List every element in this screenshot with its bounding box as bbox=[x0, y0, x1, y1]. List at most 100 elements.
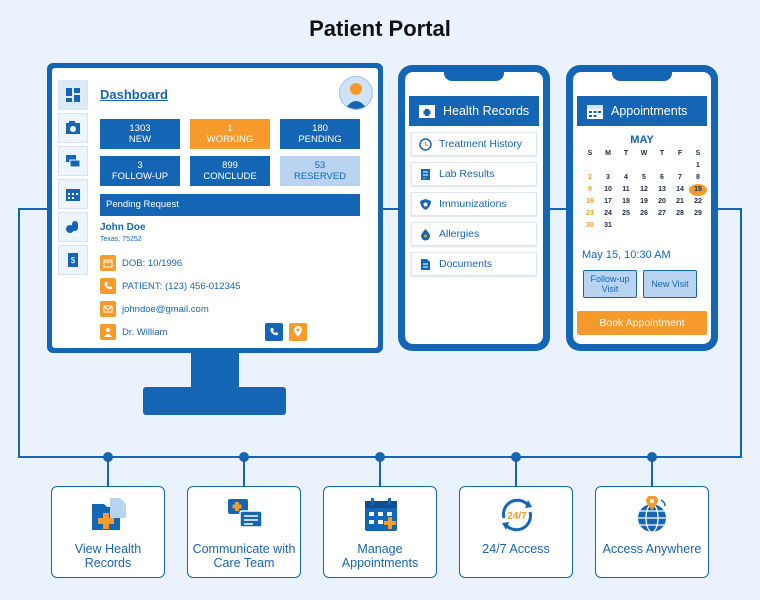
calendar-empty-cell bbox=[599, 160, 617, 172]
calendar-day[interactable]: 2 bbox=[588, 174, 592, 181]
calendar-day[interactable]: 5 bbox=[642, 174, 646, 181]
appointment-time: May 15, 10:30 AM bbox=[582, 249, 671, 261]
feature-label: Communicate with Care Team bbox=[192, 542, 296, 570]
feature-access-anywhere[interactable]: Access Anywhere bbox=[595, 486, 709, 578]
calendar-empty-cell bbox=[653, 160, 671, 172]
book-appointment-button[interactable]: Book Appointment bbox=[577, 311, 707, 335]
calendar-day[interactable]: 15 bbox=[689, 184, 707, 196]
calendar-day[interactable]: 31 bbox=[604, 222, 612, 229]
hr-item-lab-results[interactable]: Lab Results bbox=[411, 162, 537, 186]
calendar-day[interactable]: 23 bbox=[586, 210, 594, 217]
patient-name: John Doe bbox=[100, 222, 146, 233]
patient-phone-row: PATIENT: (123) 456-012345 bbox=[100, 277, 240, 295]
calendar-weekday: F bbox=[677, 150, 683, 157]
feature-communicate[interactable]: Communicate with Care Team bbox=[187, 486, 301, 578]
calendar-day[interactable]: 13 bbox=[658, 186, 666, 193]
calendar-weekday: T bbox=[623, 150, 629, 157]
calendar-day[interactable]: 6 bbox=[660, 174, 664, 181]
calendar-day[interactable]: 27 bbox=[658, 210, 666, 217]
calendar-icon[interactable] bbox=[58, 179, 88, 209]
shield-icon bbox=[418, 197, 432, 211]
calendar-day[interactable]: 19 bbox=[640, 198, 648, 205]
calendar-day[interactable]: 8 bbox=[696, 174, 700, 181]
svg-text:24/7: 24/7 bbox=[507, 511, 527, 522]
calendar-day[interactable]: 10 bbox=[604, 186, 612, 193]
calendar-empty-cell bbox=[581, 160, 599, 172]
calendar-week-row: 16 17 18 19 20 21 22 bbox=[581, 196, 707, 208]
patient-file-icon[interactable] bbox=[58, 113, 88, 143]
chat-icon[interactable] bbox=[58, 146, 88, 176]
calendar-empty-cell bbox=[635, 160, 653, 172]
doctor-icon bbox=[100, 324, 116, 340]
calendar-day[interactable]: 29 bbox=[694, 210, 702, 217]
calendar-weekday: S bbox=[587, 150, 593, 157]
hr-item-immunizations[interactable]: Immunizations bbox=[411, 192, 537, 216]
calendar-day[interactable]: 18 bbox=[622, 198, 630, 205]
mail-icon bbox=[100, 301, 116, 317]
feature-label: Manage Appointments bbox=[341, 542, 419, 570]
monitor-stand-base bbox=[143, 387, 286, 415]
feature-label: Access Anywhere bbox=[602, 542, 702, 556]
calendar-day[interactable]: 4 bbox=[624, 174, 628, 181]
avatar[interactable] bbox=[339, 76, 373, 110]
appointments-header: Appointments bbox=[577, 96, 707, 126]
calendar-icon bbox=[585, 101, 605, 121]
calendar-empty-cell bbox=[617, 220, 635, 232]
hr-item-documents[interactable]: Documents bbox=[411, 252, 537, 276]
health-records-screen: Health Records Treatment History Lab Res… bbox=[405, 72, 543, 344]
calendar-day[interactable]: 17 bbox=[604, 198, 612, 205]
calendar-day[interactable]: 1 bbox=[696, 162, 700, 169]
hr-item-treatment-history[interactable]: Treatment History bbox=[411, 132, 537, 156]
calendar-day[interactable]: 25 bbox=[622, 210, 630, 217]
pills-icon[interactable] bbox=[58, 212, 88, 242]
monitor-stand-neck bbox=[191, 353, 239, 388]
calendar-day[interactable]: 26 bbox=[640, 210, 648, 217]
feature-view-health-records[interactable]: View Health Records bbox=[51, 486, 165, 578]
calendar-day[interactable]: 16 bbox=[586, 198, 594, 205]
calendar-day[interactable]: 30 bbox=[586, 222, 594, 229]
feature-24-7-access[interactable]: 24/7 24/7 Access bbox=[459, 486, 573, 578]
location-icon[interactable] bbox=[289, 323, 307, 341]
calendar-day[interactable]: 7 bbox=[678, 174, 682, 181]
follow-up-visit-button[interactable]: Follow-up Visit bbox=[583, 270, 637, 298]
dashboard-title[interactable]: Dashboard bbox=[100, 87, 168, 102]
hr-item-allergies[interactable]: Allergies bbox=[411, 222, 537, 246]
calendar-day[interactable]: 22 bbox=[694, 198, 702, 205]
bill-icon[interactable]: $ bbox=[58, 245, 88, 275]
calendar-day[interactable]: 3 bbox=[606, 174, 610, 181]
calendar-weekday: T bbox=[659, 150, 665, 157]
new-visit-button[interactable]: New Visit bbox=[643, 270, 697, 298]
svg-text:$: $ bbox=[71, 256, 76, 265]
patient-address: Texas, 75252 bbox=[100, 236, 142, 243]
calendar-day[interactable]: 28 bbox=[676, 210, 684, 217]
feature-label: 24/7 Access bbox=[482, 542, 550, 556]
patient-dob-row: DOB: 10/1996 bbox=[100, 254, 182, 272]
calendar-week-row: 30 31 bbox=[581, 220, 707, 232]
phone-notch bbox=[444, 71, 504, 81]
calendar-day[interactable]: 9 bbox=[588, 186, 592, 193]
calendar-day[interactable]: 21 bbox=[676, 198, 684, 205]
calendar-empty-cell bbox=[653, 220, 671, 232]
folder-plus-icon bbox=[89, 495, 129, 535]
calendar-day[interactable]: 24 bbox=[604, 210, 612, 217]
calendar-day[interactable]: 12 bbox=[640, 186, 648, 193]
dashboard-icon[interactable] bbox=[58, 80, 88, 110]
feature-manage-appointments[interactable]: Manage Appointments bbox=[323, 486, 437, 578]
calendar-day[interactable]: 11 bbox=[622, 186, 630, 193]
patient-email-row: johndoe@gmail.com bbox=[100, 300, 209, 318]
calendar-day[interactable]: 20 bbox=[658, 198, 666, 205]
calendar-week-row: 2 3 4 5 6 7 8 bbox=[581, 172, 707, 184]
call-icon[interactable] bbox=[265, 323, 283, 341]
calendar-day[interactable]: 14 bbox=[676, 186, 684, 193]
